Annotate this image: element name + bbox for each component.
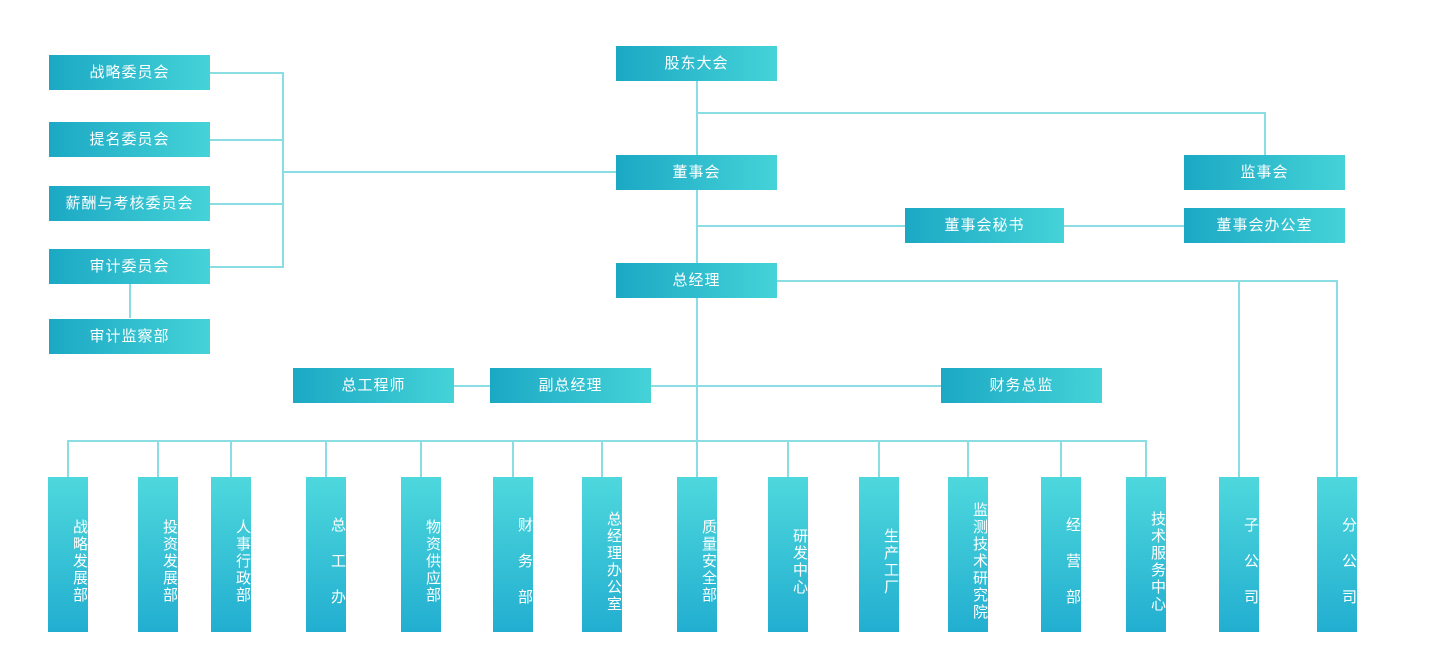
department-label: 总 工 办 bbox=[329, 517, 346, 606]
audit-supervision-department-label: 审计监察部 bbox=[89, 327, 170, 345]
connector-affiliate-drop-0 bbox=[1238, 280, 1240, 477]
board-office-box[interactable]: 董事会办公室 bbox=[1184, 208, 1345, 243]
committee-label: 审计委员会 bbox=[89, 257, 170, 275]
deputy-general-manager-box[interactable]: 副总经理 bbox=[490, 368, 651, 403]
department-box-0[interactable]: 战略发展部 bbox=[48, 477, 88, 632]
connector-committee-arm-0 bbox=[210, 72, 284, 74]
connector-gm-to-affiliates bbox=[776, 280, 1338, 282]
connector-department-drop-12 bbox=[1145, 440, 1147, 477]
connector-supervisors-drop bbox=[1264, 112, 1266, 156]
shareholders-meeting-box[interactable]: 股东大会 bbox=[616, 46, 777, 81]
connector-board-to-committees bbox=[282, 171, 696, 173]
department-label: 投资发展部 bbox=[161, 519, 178, 604]
department-label: 总经理办公室 bbox=[605, 510, 622, 613]
department-label: 生产工厂 bbox=[882, 527, 899, 596]
connector-department-drop-11 bbox=[1060, 440, 1062, 477]
department-box-8[interactable]: 研发中心 bbox=[768, 477, 808, 632]
connector-department-drop-2 bbox=[230, 440, 232, 477]
board-of-directors-box[interactable]: 董事会 bbox=[616, 155, 777, 190]
department-label: 财 务 部 bbox=[516, 517, 533, 606]
committee-label: 提名委员会 bbox=[89, 130, 170, 148]
department-label: 经 营 部 bbox=[1064, 517, 1081, 606]
board-secretary-label: 董事会秘书 bbox=[944, 216, 1025, 234]
department-label: 战略发展部 bbox=[71, 519, 88, 604]
committee-box-remuneration[interactable]: 薪酬与考核委员会 bbox=[49, 186, 210, 221]
affiliate-box-branch[interactable]: 分 公 司 bbox=[1317, 477, 1357, 632]
general-manager-label: 总经理 bbox=[672, 271, 721, 289]
committee-box-nomination[interactable]: 提名委员会 bbox=[49, 122, 210, 157]
connector-department-drop-10 bbox=[967, 440, 969, 477]
department-label: 技术服务中心 bbox=[1149, 510, 1166, 613]
connector-shareholders-stem bbox=[696, 76, 698, 114]
affiliate-label: 分 公 司 bbox=[1340, 517, 1357, 606]
connector-audit-committee-to-dept bbox=[129, 283, 131, 318]
department-label: 研发中心 bbox=[791, 527, 808, 596]
department-box-5[interactable]: 财 务 部 bbox=[493, 477, 533, 632]
chief-engineer-box[interactable]: 总工程师 bbox=[293, 368, 454, 403]
connector-department-drop-9 bbox=[878, 440, 880, 477]
board-office-label: 董事会办公室 bbox=[1216, 216, 1313, 234]
shareholders-meeting-label: 股东大会 bbox=[664, 54, 729, 72]
department-box-3[interactable]: 总 工 办 bbox=[306, 477, 346, 632]
connector-department-drop-7 bbox=[696, 440, 698, 477]
connector-department-drop-6 bbox=[601, 440, 603, 477]
connector-board-secretary-left bbox=[696, 225, 906, 227]
connector-department-drop-4 bbox=[420, 440, 422, 477]
department-label: 人事行政部 bbox=[234, 519, 251, 604]
board-of-supervisors-box[interactable]: 监事会 bbox=[1184, 155, 1345, 190]
connector-department-drop-0 bbox=[67, 440, 69, 477]
committee-box-audit[interactable]: 审计委员会 bbox=[49, 249, 210, 284]
cfo-box[interactable]: 财务总监 bbox=[941, 368, 1102, 403]
connector-committee-arm-3 bbox=[210, 266, 284, 268]
department-label: 监测技术研究院 bbox=[971, 502, 988, 621]
connector-department-drop-8 bbox=[787, 440, 789, 477]
department-box-2[interactable]: 人事行政部 bbox=[211, 477, 251, 632]
connector-department-bus bbox=[67, 440, 1146, 442]
department-label: 质量安全部 bbox=[700, 519, 717, 604]
connector-deputy-to-cfo bbox=[650, 385, 941, 387]
department-box-9[interactable]: 生产工厂 bbox=[859, 477, 899, 632]
connector-shareholders-to-board bbox=[696, 112, 698, 156]
department-box-4[interactable]: 物资供应部 bbox=[401, 477, 441, 632]
cfo-label: 财务总监 bbox=[989, 376, 1054, 394]
committee-label: 战略委员会 bbox=[89, 63, 170, 81]
connector-shareholders-bus bbox=[696, 112, 1266, 114]
connector-department-drop-1 bbox=[157, 440, 159, 477]
department-box-1[interactable]: 投资发展部 bbox=[138, 477, 178, 632]
connector-committee-arm-1 bbox=[210, 139, 284, 141]
board-of-directors-label: 董事会 bbox=[672, 163, 721, 181]
general-manager-box[interactable]: 总经理 bbox=[616, 263, 777, 298]
board-secretary-box[interactable]: 董事会秘书 bbox=[905, 208, 1064, 243]
affiliate-label: 子 公 司 bbox=[1242, 517, 1259, 606]
connector-department-drop-3 bbox=[325, 440, 327, 477]
department-label: 物资供应部 bbox=[424, 519, 441, 604]
department-box-10[interactable]: 监测技术研究院 bbox=[948, 477, 988, 632]
committee-label: 薪酬与考核委员会 bbox=[65, 194, 194, 212]
affiliate-box-subsidiary[interactable]: 子 公 司 bbox=[1219, 477, 1259, 632]
connector-committee-arm-2 bbox=[210, 203, 284, 205]
audit-supervision-department-box[interactable]: 审计监察部 bbox=[49, 319, 210, 354]
committee-box-strategy[interactable]: 战略委员会 bbox=[49, 55, 210, 90]
connector-department-drop-5 bbox=[512, 440, 514, 477]
connector-committee-spine bbox=[282, 72, 284, 268]
board-of-supervisors-label: 监事会 bbox=[1240, 163, 1289, 181]
department-box-12[interactable]: 技术服务中心 bbox=[1126, 477, 1166, 632]
connector-secretary-to-office bbox=[1063, 225, 1185, 227]
department-box-7[interactable]: 质量安全部 bbox=[677, 477, 717, 632]
department-box-11[interactable]: 经 营 部 bbox=[1041, 477, 1081, 632]
deputy-general-manager-label: 副总经理 bbox=[538, 376, 603, 394]
connector-gm-stem bbox=[696, 296, 698, 442]
chief-engineer-label: 总工程师 bbox=[341, 376, 406, 394]
department-box-6[interactable]: 总经理办公室 bbox=[582, 477, 622, 632]
connector-chief-engineer-to-deputy bbox=[453, 385, 491, 387]
connector-affiliate-drop-1 bbox=[1336, 280, 1338, 477]
